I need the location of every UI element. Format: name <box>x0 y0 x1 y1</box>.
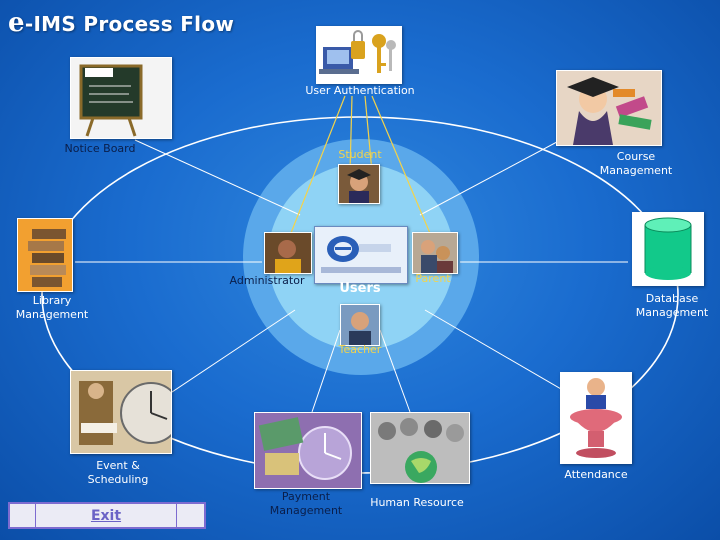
link-course <box>419 134 571 216</box>
parent-label[interactable]: Parent <box>415 272 451 285</box>
link-hr <box>379 329 411 413</box>
books-icon <box>28 229 66 287</box>
administrator-avatar[interactable] <box>264 232 312 274</box>
course-management-label[interactable]: Course Management <box>599 150 673 177</box>
parent-avatar[interactable] <box>412 232 458 274</box>
payment-management-image[interactable] <box>254 412 362 489</box>
exit-right-segment <box>176 504 204 527</box>
notice-board-icon <box>79 64 143 137</box>
teacher-label[interactable]: Teacher <box>338 343 382 356</box>
auth-link-3 <box>364 95 373 173</box>
course-management-image[interactable] <box>556 70 662 146</box>
graduate-icon <box>567 77 652 145</box>
payment-management-label[interactable]: Payment Management <box>269 490 343 517</box>
keys-lock-icon <box>319 30 396 74</box>
administrator-icon <box>265 233 311 273</box>
event-scheduling-image[interactable] <box>70 370 172 454</box>
user-authentication-image[interactable] <box>316 26 402 84</box>
link-attendance <box>424 309 581 401</box>
student-avatar[interactable] <box>338 164 380 204</box>
exit-button[interactable]: Exit <box>8 502 206 529</box>
event-scheduling-label[interactable]: Event & Scheduling <box>87 459 149 486</box>
attendance-label[interactable]: Attendance <box>564 468 628 481</box>
administrator-label[interactable]: Administrator <box>229 274 305 287</box>
database-management-image[interactable] <box>632 212 704 286</box>
link-event <box>159 309 296 401</box>
human-resource-label[interactable]: Human Resource <box>370 496 464 509</box>
teacher-avatar[interactable] <box>340 304 380 346</box>
teacher-icon <box>341 305 379 345</box>
notice-board-label[interactable]: Notice Board <box>64 142 136 155</box>
users-label: Users <box>339 281 381 296</box>
database-cylinder-icon <box>644 217 692 280</box>
money-clock-icon <box>255 413 361 488</box>
user-authentication-label[interactable]: User Authentication <box>305 84 415 97</box>
student-icon <box>339 165 379 203</box>
eims-logo-icon <box>315 227 407 283</box>
attendance-image[interactable] <box>560 372 632 464</box>
notice-board-image[interactable] <box>70 57 172 139</box>
link-notice-board <box>134 139 301 216</box>
auth-link-2 <box>349 95 353 173</box>
users-logo-box[interactable] <box>314 226 408 284</box>
human-resource-image[interactable] <box>370 412 470 484</box>
link-payment <box>311 329 341 413</box>
exit-label[interactable]: Exit <box>90 507 122 524</box>
podium-speaker-icon <box>570 378 622 458</box>
auth-link-1 <box>288 95 346 239</box>
exit-left-segment <box>10 504 36 527</box>
auth-link-4 <box>371 95 433 239</box>
student-label[interactable]: Student <box>338 148 382 161</box>
database-management-label[interactable]: Database Management <box>635 292 709 319</box>
library-management-image[interactable] <box>17 218 73 292</box>
page-title: e-IMS Process Flow <box>8 8 235 38</box>
clock-scheduling-icon <box>79 381 171 445</box>
library-management-label[interactable]: Library Management <box>15 294 89 321</box>
people-globe-icon <box>371 413 469 483</box>
parent-icon <box>413 233 457 273</box>
